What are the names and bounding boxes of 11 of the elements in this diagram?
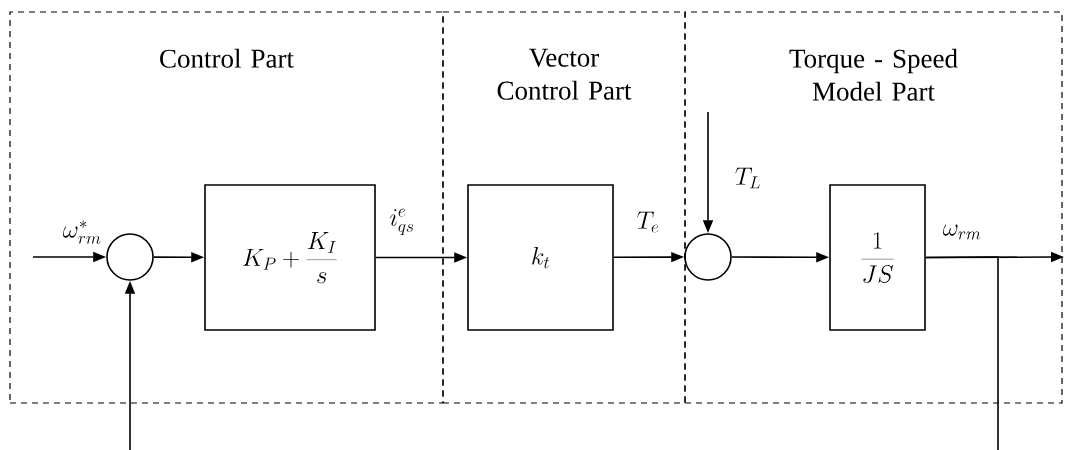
signal-label: $\omega_{rm}^{*}$ (63, 220, 101, 244)
transfer-function-block: $K_P + \frac{K_I}{s}$ (204, 184, 376, 331)
signal-label: $i_{qs}^{e}$ (390, 208, 414, 235)
arrow (124, 256, 999, 450)
transfer-function-block: $k_t$ (467, 184, 614, 331)
signal-label: $\omega_{rm}$ (943, 224, 981, 240)
signal-label: $T_e$ (637, 211, 659, 233)
summing-junction (684, 233, 732, 281)
signal-label: $T_L$ (735, 167, 761, 189)
transfer-function-block: $\frac{1}{JS}$ (829, 184, 926, 331)
summing-junction (106, 233, 154, 281)
